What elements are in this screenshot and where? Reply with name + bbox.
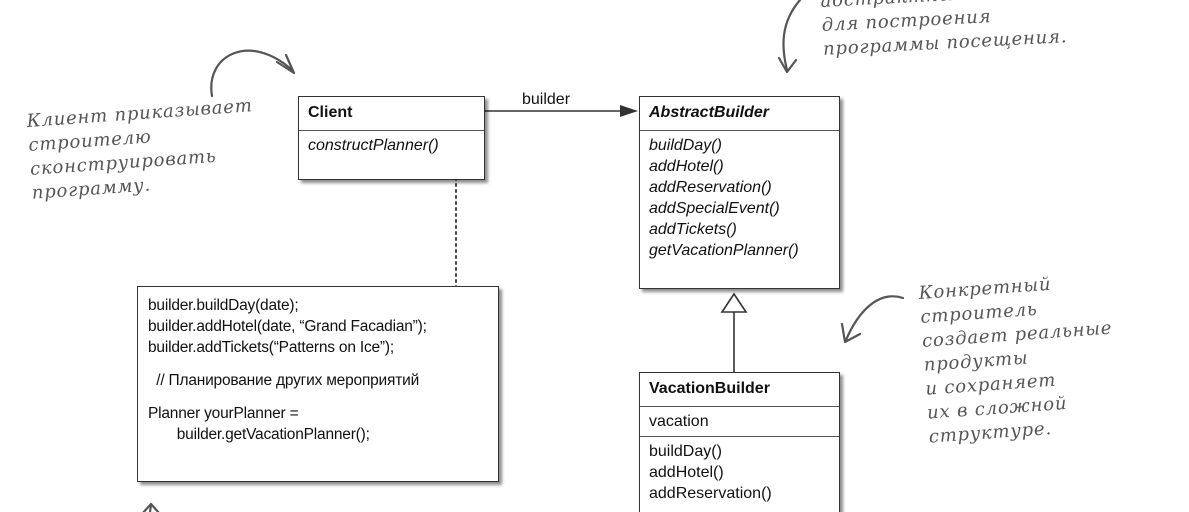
code-blank-line [148, 358, 488, 370]
client-class-box: Client constructPlanner() [298, 96, 485, 180]
client-method: constructPlanner() [308, 137, 439, 154]
abstract-method: addTickets() [649, 221, 737, 238]
abstract-note-arrow [782, 0, 802, 72]
association-label: builder [522, 91, 571, 108]
vacation-method: addReservation() [649, 485, 772, 502]
association-arrowhead [620, 105, 638, 117]
code-line: builder.buildDay(date); [148, 297, 299, 314]
code-note-arrow [148, 503, 153, 512]
code-comment-line: // Планирование других мероприятий [148, 372, 420, 389]
abstract-builder-class-name: AbstractBuilder [649, 104, 770, 121]
abstract-method: buildDay() [649, 137, 722, 154]
vacation-attribute: vacation [649, 413, 709, 430]
vacation-method: buildDay() [649, 443, 722, 460]
code-line: builder.addTickets(“Patterns on Ice”); [148, 339, 394, 356]
abstract-note-arrowhead [777, 56, 798, 74]
concrete-handwritten-note: Конкретный строитель создает реальные пр… [918, 269, 1120, 450]
abstract-method: getVacationPlanner() [649, 242, 799, 259]
concrete-note-arrow [844, 295, 905, 342]
abstract-method: addSpecialEvent() [649, 200, 780, 217]
client-note-arrowhead [275, 53, 296, 75]
vacation-method: addHotel() [649, 464, 724, 481]
client-note-arrow [210, 49, 294, 98]
abstract-builder-methods: buildDay() addHotel() addReservation() a… [640, 130, 839, 265]
client-class-name: Client [308, 104, 353, 121]
client-methods: constructPlanner() [299, 130, 484, 160]
code-line: Planner yourPlanner = [148, 405, 299, 422]
code-blank-line [148, 391, 488, 403]
code-line: builder.getVacationPlanner(); [148, 426, 370, 443]
vacation-builder-methods: buildDay() addHotel() addReservation() [640, 436, 839, 508]
abstract-method: addReservation() [649, 179, 772, 196]
abstract-builder-class-box: AbstractBuilder buildDay() addHotel() ad… [639, 96, 840, 289]
client-handwritten-note: Клиент приказывает строителю сконструиро… [26, 94, 258, 206]
code-note-arrowhead [142, 502, 160, 512]
inheritance-arrowhead [720, 292, 748, 313]
vacation-builder-attributes: vacation [640, 406, 839, 436]
concrete-note-arrowhead [840, 322, 862, 344]
code-note-box: builder.buildDay(date); builder.addHotel… [137, 286, 499, 482]
code-line: builder.addHotel(date, “Grand Facadian”)… [148, 318, 427, 335]
vacation-builder-class-name: VacationBuilder [649, 380, 770, 397]
vacation-builder-class-box: VacationBuilder vacation buildDay() addH… [639, 372, 840, 512]
abstract-method: addHotel() [649, 158, 724, 175]
